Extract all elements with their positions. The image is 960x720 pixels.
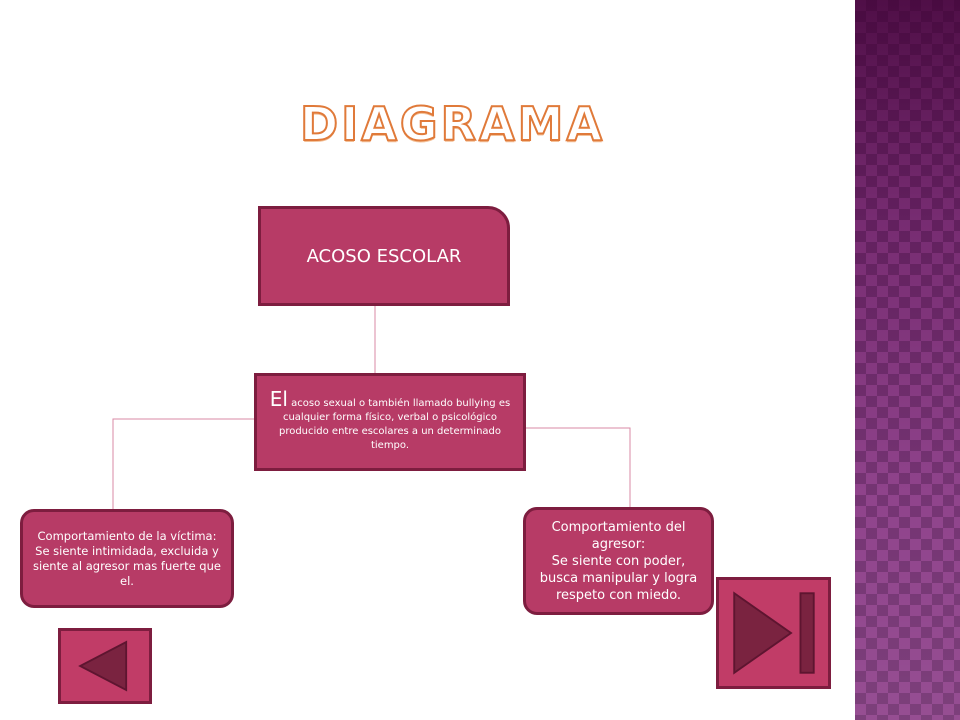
aggressor-heading: Comportamiento del agresor: xyxy=(551,519,686,552)
definition-node: El acoso sexual o también llamado bullyi… xyxy=(254,373,526,471)
connector-definition-victim xyxy=(112,418,254,509)
previous-slide-button[interactable] xyxy=(58,628,152,704)
victim-text: Se siente intimidada, excluida y siente … xyxy=(33,543,221,588)
definition-text: El acoso sexual o también llamado bullyi… xyxy=(265,389,515,453)
definition-body: acoso sexual o también llamado bullying … xyxy=(278,397,511,451)
aggressor-behavior-node: Comportamiento del agresor: Se siente co… xyxy=(523,507,714,615)
skip-forward-icon xyxy=(733,591,815,675)
root-node-acoso-escolar: ACOSO ESCOLAR xyxy=(258,206,510,306)
play-back-icon xyxy=(78,640,128,692)
definition-lead-word: El xyxy=(269,386,288,411)
victim-behavior-node: Comportamiento de la víctima: Se siente … xyxy=(20,509,234,608)
decorative-side-strip xyxy=(855,0,960,720)
page-title: DIAGRAMA xyxy=(299,96,606,152)
victim-heading: Comportamiento de la víctima: xyxy=(37,528,217,543)
connector-definition-aggressor xyxy=(526,427,631,507)
next-slide-button[interactable] xyxy=(716,577,831,689)
root-node-label: ACOSO ESCOLAR xyxy=(306,245,462,267)
aggressor-text: Se siente con poder, busca manipular y l… xyxy=(539,553,698,603)
